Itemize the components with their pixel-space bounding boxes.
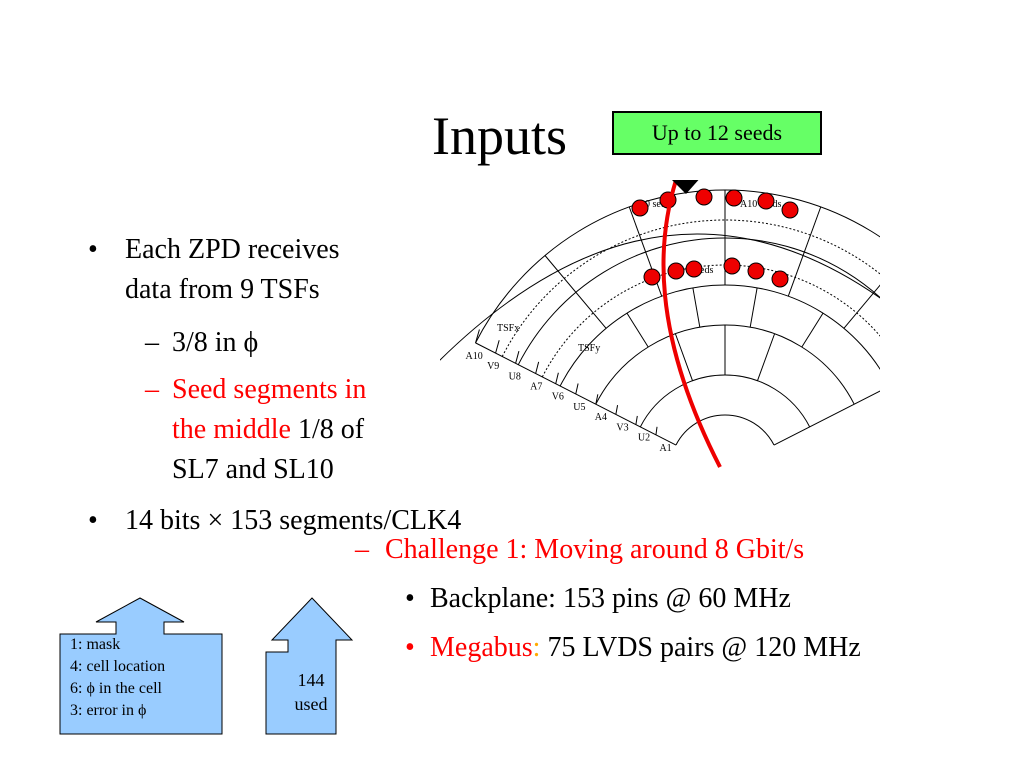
challenge-text: Challenge 1: Moving around 8 Gbit/s — [385, 534, 805, 565]
layer-tick — [655, 426, 658, 435]
seed-dot — [757, 192, 775, 210]
layer-tick — [495, 340, 500, 354]
ring3-divider-3 — [801, 312, 824, 348]
outer-arc — [440, 233, 880, 361]
left-edge — [475, 342, 677, 446]
dash-marker: – — [145, 327, 159, 358]
seed-dot — [695, 188, 713, 206]
bullet-zpd-line1: Each ZPD receives — [125, 234, 340, 265]
arc-ring-4 — [517, 237, 880, 365]
seeds-callout: Up to 12 seeds — [612, 111, 822, 155]
layer-label: V3 — [616, 422, 628, 433]
tsfy-label: TSFy — [578, 343, 600, 354]
seed-black-text: 1/8 of — [290, 414, 365, 445]
dash-marker-challenge: – — [355, 534, 369, 565]
layer-label: A1 — [659, 443, 671, 454]
seed-dot — [781, 201, 799, 219]
layer-label: V9 — [487, 361, 499, 372]
layer-label: U2 — [638, 433, 650, 444]
sub-bullet-seed-line2: the middle 1/8 of — [172, 413, 364, 447]
layer-label: U5 — [573, 402, 585, 413]
callout-pointer — [672, 180, 699, 194]
megabus-rest: 75 LVDS pairs @ 120 MHz — [540, 632, 861, 663]
used-label: used — [294, 694, 328, 714]
outer-divider-3 — [787, 206, 822, 297]
layer-label: A7 — [530, 382, 542, 393]
bits-phi-cell: 6: ϕ in the cell — [70, 680, 162, 697]
layer-tick — [515, 350, 520, 364]
sub-bullet-phi: 3/8 in ϕ — [172, 327, 259, 358]
megabus-colon: : — [532, 632, 541, 663]
arrow-up-mask-box — [59, 597, 223, 735]
inner-arc — [675, 414, 775, 446]
ring2-divider-2 — [757, 333, 776, 381]
bullet-bits: 14 bits × 153 segments/CLK4 — [125, 505, 462, 536]
ring2-divider-0 — [674, 333, 693, 381]
seed-dot — [643, 268, 661, 286]
layer-label: V6 — [552, 392, 564, 403]
slide-title: Inputs — [432, 106, 567, 166]
dotted-arc-inner — [541, 264, 880, 378]
layer-label: U8 — [509, 371, 521, 382]
ring3-divider-1 — [692, 287, 701, 328]
seed-dot — [667, 262, 685, 280]
bullet-marker-2: • — [88, 505, 98, 536]
seed-dot — [631, 199, 649, 217]
ring3-divider-2 — [749, 287, 758, 328]
layer-tick — [535, 361, 540, 374]
outer-divider-4 — [843, 284, 880, 329]
arrow-up-144-box — [265, 597, 354, 735]
bits-cell-location: 4: cell location — [70, 658, 166, 675]
layer-label: A10 — [466, 351, 483, 362]
arc-ring-3 — [559, 284, 880, 387]
layer-tick — [615, 405, 619, 415]
bullet-zpd-line2: data from 9 TSFs — [125, 274, 320, 305]
layer-label: A4 — [595, 412, 607, 423]
seed-red-text: the middle — [172, 414, 291, 445]
layer-tick — [475, 329, 480, 344]
seed-dot — [747, 262, 765, 280]
bits-error-phi: 3: error in ϕ — [70, 702, 147, 719]
ring3-divider-0 — [626, 312, 649, 348]
seed-dot — [723, 257, 741, 275]
outer-seeds-left-label: 0 seeds — [645, 199, 674, 210]
arc-ring-2 — [595, 324, 855, 405]
sub-bullet-seed-line3: SL7 and SL10 — [172, 454, 334, 485]
bullet-marker: • — [88, 234, 98, 265]
right-edge — [773, 390, 880, 446]
layer-tick — [555, 372, 559, 384]
layer-tick — [575, 383, 579, 395]
seed-dot — [685, 260, 703, 278]
dash-marker-red: – — [145, 374, 159, 405]
megabus-label: Megabus — [430, 632, 533, 663]
megabus-text: Megabus: 75 LVDS pairs @ 120 MHz — [430, 631, 861, 665]
seed-dot — [771, 270, 789, 288]
seed-dot — [725, 189, 743, 207]
layer-tick — [595, 394, 599, 405]
layer-tick — [635, 415, 638, 425]
tsfx-label: TSFx — [497, 323, 519, 334]
backplane-text: Backplane: 153 pins @ 60 MHz — [430, 583, 791, 614]
bits-mask: 1: mask — [70, 636, 121, 653]
bullet-marker-4: • — [405, 632, 415, 663]
used-count: 144 — [297, 670, 325, 690]
sub-bullet-seed-line1: Seed segments in — [172, 374, 367, 405]
arrow-left-text: 1: mask 4: cell location 6: ϕ in the cel… — [70, 634, 165, 722]
arrow-right-text: 144 used — [266, 668, 356, 716]
bullet-marker-3: • — [405, 583, 415, 614]
arc-ring-1 — [639, 374, 811, 428]
outer-divider-0 — [544, 255, 607, 329]
red-track-curve — [661, 180, 722, 468]
